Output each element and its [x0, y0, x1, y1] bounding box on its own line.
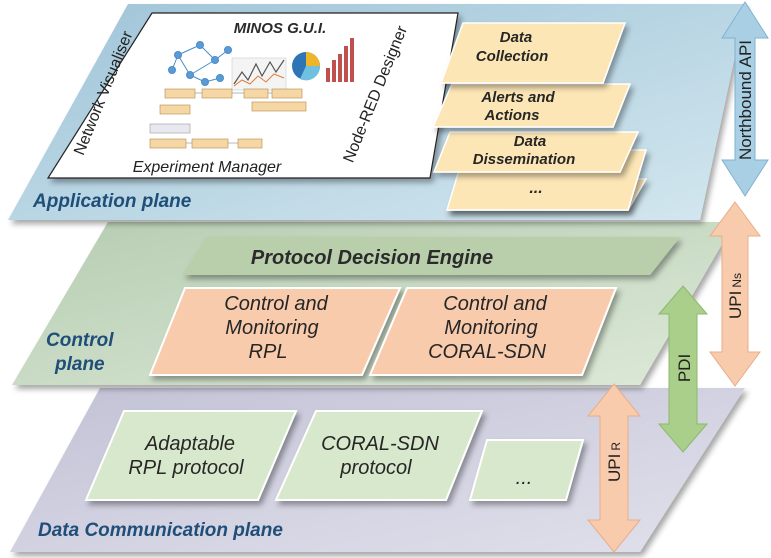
upi-ns-label: UPINs	[726, 273, 745, 319]
control-box-2-line1: Control and	[443, 293, 547, 315]
node-red-flow-thumbnail	[149, 88, 307, 149]
network-graph-thumbnail	[168, 41, 232, 86]
data-box-1-line2: RPL protocol	[128, 457, 244, 479]
gui-title: MINOS G.U.I.	[234, 20, 327, 37]
module-2-line2: Actions	[483, 107, 539, 124]
module-card-alerts	[431, 83, 632, 128]
control-box-1-line1: Control and	[224, 293, 328, 315]
engine-label: Protocol Decision Engine	[251, 247, 493, 269]
data-box-coral-sdn	[274, 410, 484, 501]
northbound-api-arrow	[721, 1, 769, 197]
module-card-collection	[439, 22, 627, 84]
pie-chart-thumbnail	[292, 52, 321, 81]
control-plane-title-line2: plane	[54, 354, 105, 375]
module-4-label: ...	[529, 180, 542, 197]
pdi-label: PDI	[675, 354, 694, 382]
control-box-2-line3: CORAL-SDN	[428, 341, 546, 363]
pdi-arrow	[657, 285, 709, 453]
control-box-coral-sdn	[368, 287, 618, 376]
control-plane-title-line1: Control	[46, 330, 114, 351]
control-box-2-line2: Monitoring	[444, 317, 537, 339]
module-card-dissemination	[432, 131, 640, 173]
upi-ns-arrow	[709, 201, 761, 387]
data-box-more	[468, 439, 585, 501]
data-box-2-line2: protocol	[339, 457, 412, 479]
module-2-line1: Alerts and	[480, 89, 555, 106]
control-box-1-line3: RPL	[249, 341, 288, 363]
data-box-3-line1: ...	[516, 467, 533, 489]
module-3-line1: Data	[514, 133, 547, 150]
northbound-api-label: Northbound API	[736, 40, 755, 160]
module-3-line2: Dissemination	[473, 151, 576, 168]
module-1-line1: Data	[500, 29, 533, 46]
application-plane-title: Application plane	[32, 191, 192, 212]
upi-r-label: UPIR	[605, 442, 624, 482]
chart-thumbnail	[231, 57, 287, 91]
bar-chart-thumbnail	[326, 38, 354, 82]
data-plane-title: Data Communication plane	[38, 520, 283, 541]
control-box-rpl	[148, 287, 402, 376]
data-box-adaptable-rpl	[84, 410, 298, 501]
module-1-line2: Collection	[476, 48, 549, 65]
protocol-decision-engine	[182, 237, 680, 275]
gui-bottom-label: Experiment Manager	[133, 159, 282, 176]
data-box-1-line1: Adaptable	[144, 433, 235, 455]
data-box-2-line1: CORAL-SDN	[321, 433, 439, 455]
upi-r-arrow	[586, 383, 642, 553]
control-box-1-line2: Monitoring	[225, 317, 318, 339]
